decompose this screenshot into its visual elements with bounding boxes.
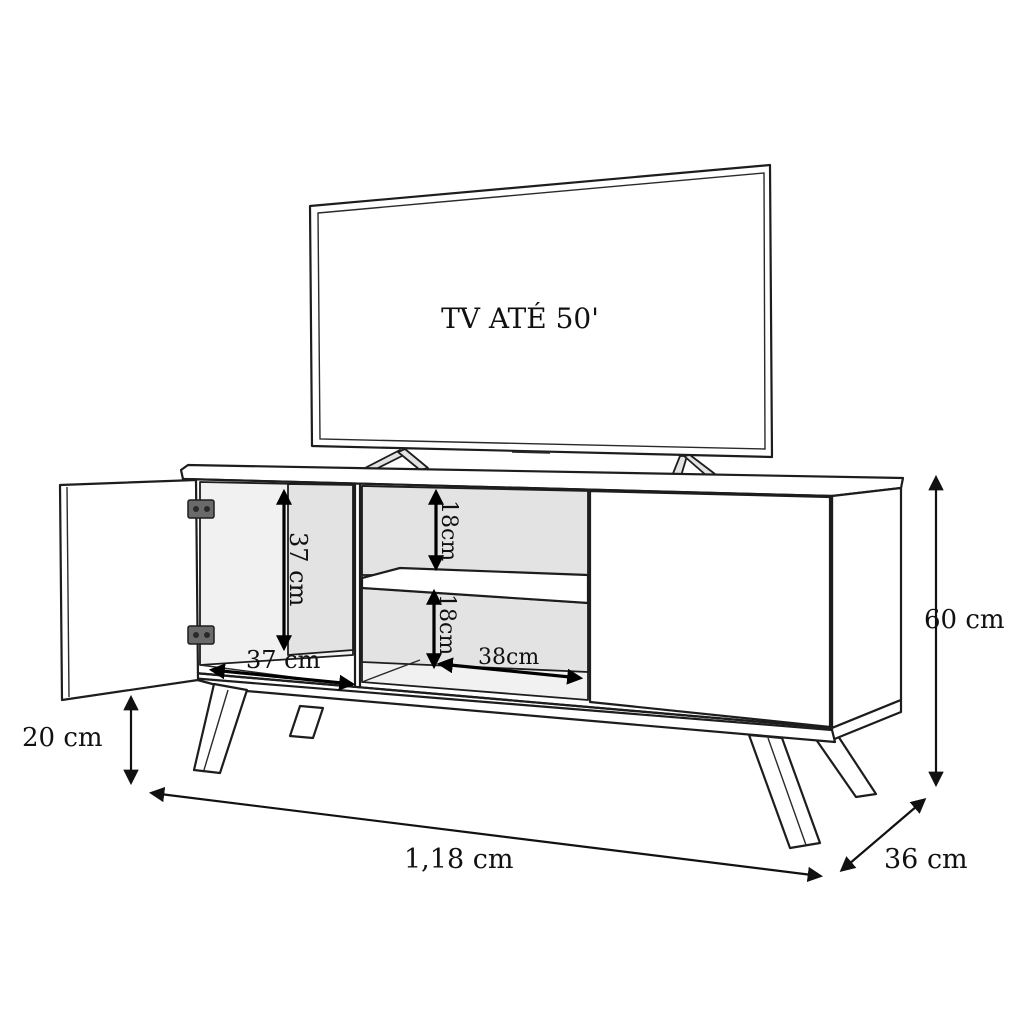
dim-niche-depth: 37 cm <box>208 646 356 691</box>
shelf-top-label: 18cm <box>436 500 461 561</box>
niche-depth-label: 37 cm <box>246 646 321 674</box>
leg-front-right <box>747 733 822 850</box>
total-height-label: 60 cm <box>924 605 1005 635</box>
left-door-open <box>58 478 215 702</box>
dim-leg-height: 20 cm <box>22 694 139 786</box>
dim-niche-height: 37 cm <box>276 488 312 652</box>
television <box>308 163 774 477</box>
hinge-bottom <box>187 625 215 645</box>
dim-shelf-width: 38cm <box>436 645 584 685</box>
cabinet-base-side <box>181 670 903 742</box>
tv-size-label: TV ATÉ 50' <box>441 302 599 335</box>
dim-total-depth: 36 cm <box>839 798 968 875</box>
total-depth-label: 36 cm <box>884 844 968 875</box>
left-door <box>58 478 200 702</box>
leg-height-label: 20 cm <box>22 723 103 753</box>
dim-total-width: 1,18 cm <box>148 786 824 883</box>
niche-height-label: 37 cm <box>284 532 312 607</box>
hinge-top <box>187 499 215 519</box>
tv-stand-right <box>671 454 716 477</box>
dim-total-height: 60 cm <box>924 474 1005 788</box>
shelf-bottom-label: 18cm <box>434 594 459 655</box>
middle-niche-upper-back <box>361 485 589 576</box>
total-width-label: 1,18 cm <box>404 844 513 875</box>
shelf-width-label: 38cm <box>478 645 539 670</box>
leg-front-left <box>192 682 249 775</box>
dim-shelf-bottom: 18cm <box>426 588 459 670</box>
tv-screen <box>317 172 766 450</box>
right-door <box>588 489 832 729</box>
leg-back-right <box>813 734 878 799</box>
middle-shelf <box>360 566 590 605</box>
tv-stand-left <box>364 448 429 471</box>
dim-shelf-top: 18cm <box>428 488 461 572</box>
leg-back-left <box>288 704 325 740</box>
cabinet-side <box>830 486 903 730</box>
tv-frame <box>308 163 774 459</box>
